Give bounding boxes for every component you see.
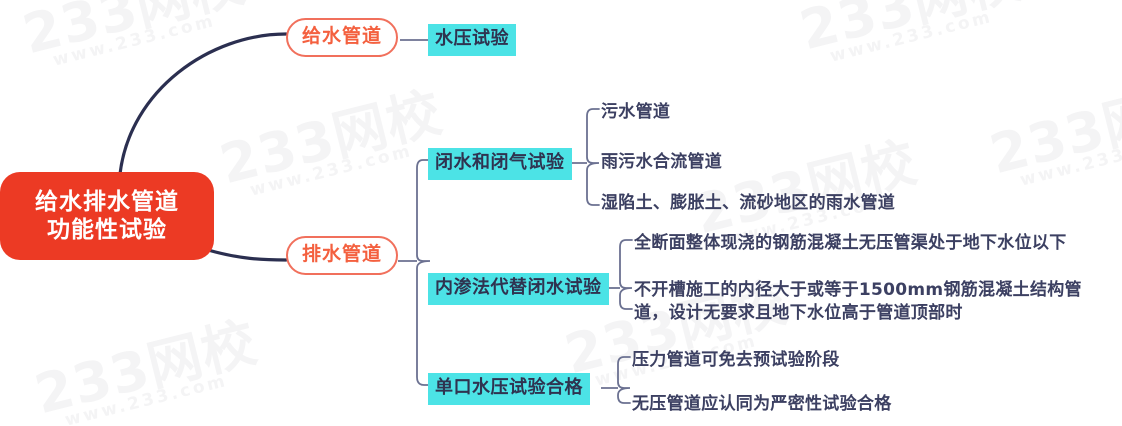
watermark: 233网校 www.233.com: [16, 0, 253, 75]
bracket-seep-children: [619, 239, 633, 310]
watermark-sub-text: www.233.com: [247, 140, 415, 201]
watermark-main-text: 233网校: [793, 0, 1029, 63]
watermark: 233网校 www.233.com: [213, 80, 450, 205]
leaf-item: 污水管道: [601, 101, 670, 124]
leaf-item: 无压管道应认同为严密性试验合格: [632, 393, 892, 416]
watermark-main-text: 233网校: [983, 70, 1122, 187]
link-root-to-drain: [206, 248, 288, 262]
leaf-item: 全断面整体现浇的钢筋混凝土无压管渠处于地下水位以下: [634, 232, 1067, 255]
watermark-sub-text: www.233.com: [62, 370, 230, 426]
watermark-main-text: 233网校: [16, 0, 252, 67]
subnode-label: 水压试验: [435, 28, 509, 49]
leaf-text: 无压管道应认同为严密性试验合格: [632, 394, 892, 414]
branch-label: 排水管道: [302, 243, 383, 265]
bracket-single-children: [617, 356, 631, 404]
leaf-text: 压力管道可免去预试验阶段: [632, 350, 840, 370]
watermark: 233网校 www.233.com: [793, 0, 1030, 71]
leaf-text: 雨污水合流管道: [601, 152, 723, 172]
leaf-text: 不开槽施工的内径大于或等于1500mm钢筋混凝土结构管道，设计无要求且地下水位高…: [634, 280, 1082, 323]
leaf-text: 湿陷土、膨胀土、流砂地区的雨水管道: [601, 193, 896, 213]
link-root-to-water: [118, 32, 288, 176]
subnode-single-port-pressure-test[interactable]: 单口水压试验合格: [428, 373, 590, 405]
watermark-main-text: 233网校: [28, 310, 264, 426]
subnode-label: 内渗法代替闭水试验: [435, 277, 602, 298]
branch-node-drainage[interactable]: 排水管道: [286, 236, 399, 275]
leaf-item: 压力管道可免去预试验阶段: [632, 349, 840, 372]
leaf-item: 不开槽施工的内径大于或等于1500mm钢筋混凝土结构管道，设计无要求且地下水位高…: [634, 279, 1114, 325]
leaf-item: 雨污水合流管道: [601, 151, 722, 174]
watermark-sub-text: www.233.com: [827, 6, 995, 67]
subnode-infiltration-method[interactable]: 内渗法代替闭水试验: [428, 273, 609, 305]
leaf-item: 湿陷土、膨胀土、流砂地区的雨水管道: [601, 192, 895, 215]
root-line-2: 功能性试验: [47, 217, 167, 243]
subnode-label: 单口水压试验合格: [435, 377, 583, 398]
subnode-label: 闭水和闭气试验: [435, 152, 565, 173]
root-node[interactable]: 给水排水管道 功能性试验: [0, 172, 214, 260]
watermark-sub-text: www.233.com: [1017, 130, 1122, 191]
leaf-text: 污水管道: [601, 102, 671, 122]
bracket-closed-children: [586, 108, 600, 206]
watermark: 233网校 www.233.com: [983, 70, 1122, 195]
root-line-1: 给水排水管道: [35, 188, 179, 215]
watermark: 233网校 www.233.com: [28, 310, 265, 426]
watermark-main-text: 233网校: [213, 80, 449, 197]
subnode-closed-water-air-test[interactable]: 闭水和闭气试验: [428, 148, 572, 180]
watermark-sub-text: www.233.com: [50, 10, 218, 71]
watermark-main-text: 233网校: [688, 130, 924, 247]
branch-node-water-supply[interactable]: 给水管道: [286, 18, 399, 57]
leaf-text: 全断面整体现浇的钢筋混凝土无压管渠处于地下水位以下: [634, 233, 1067, 253]
branch-label: 给水管道: [302, 25, 383, 47]
subnode-hydrostatic-test[interactable]: 水压试验: [428, 24, 516, 56]
